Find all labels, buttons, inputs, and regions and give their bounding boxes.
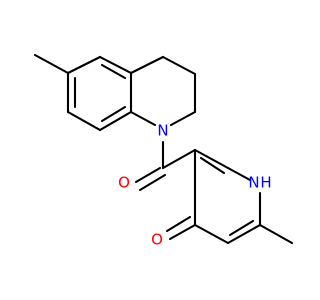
- bond: [100, 105, 127, 123]
- bond: [226, 166, 252, 182]
- bond: [161, 148, 197, 170]
- molecule-canvas: N O N H O: [33, 53, 294, 249]
- bond: [199, 156, 226, 175]
- pyridone-oxygen-label: O: [151, 231, 163, 249]
- pyridone-hydrogen-label: H: [260, 174, 271, 192]
- bond: [138, 173, 167, 192]
- pyridone-nitrogen-label: N: [248, 174, 259, 192]
- structure-drawing: N O N H O: [33, 53, 294, 249]
- bond: [134, 166, 162, 184]
- bond: [33, 53, 70, 75]
- bond: [98, 110, 133, 132]
- bond: [129, 55, 165, 75]
- bond: [169, 110, 197, 127]
- bond: [193, 148, 230, 170]
- quinoline-nitrogen-label: N: [157, 122, 168, 140]
- bond: [228, 219, 255, 237]
- bond: [168, 223, 197, 241]
- bond: [66, 55, 102, 75]
- bond: [258, 223, 294, 245]
- bond: [129, 110, 157, 127]
- bond: [165, 215, 192, 233]
- bond: [161, 55, 197, 76]
- bond: [226, 223, 262, 245]
- bond: [66, 110, 102, 132]
- bond: [98, 55, 133, 75]
- bond: [193, 223, 230, 245]
- carbonyl-oxygen-label: O: [118, 174, 130, 192]
- bond: [100, 63, 127, 80]
